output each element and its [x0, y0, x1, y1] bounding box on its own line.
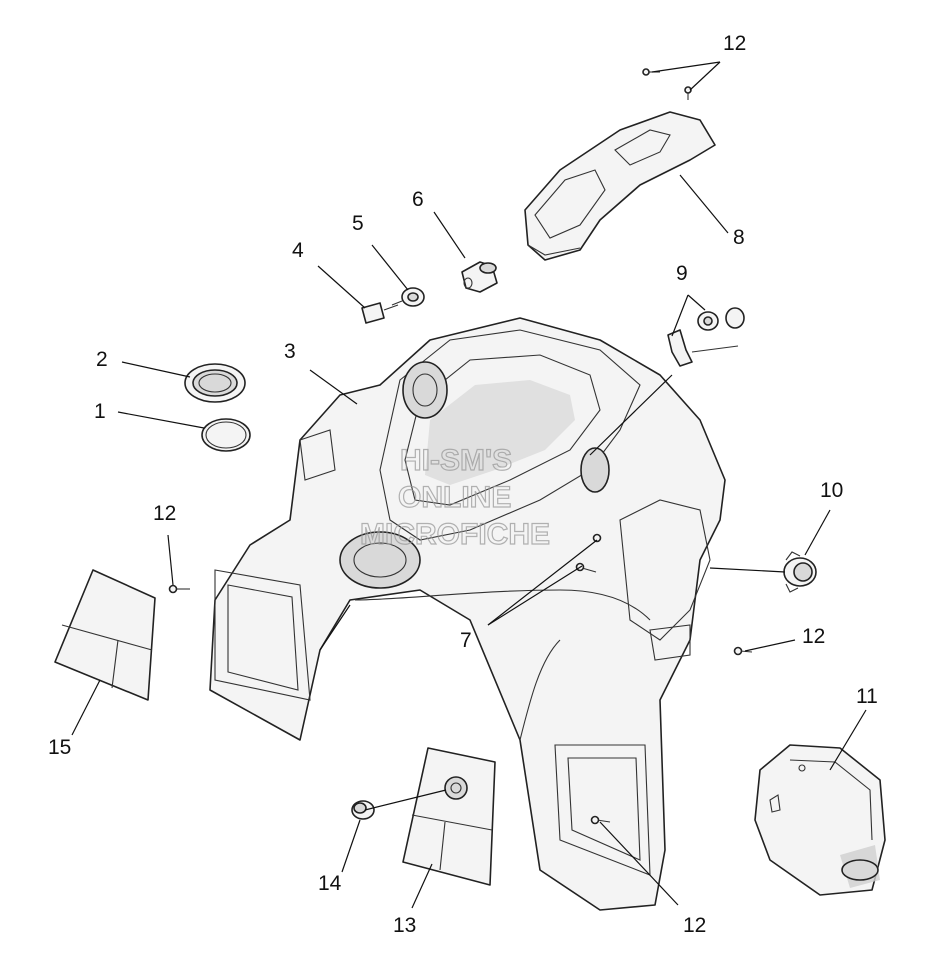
- part-11-side-housing: [754, 744, 886, 896]
- watermark-line-2: ONLINE: [398, 481, 511, 514]
- callout-1: 1: [94, 400, 106, 423]
- callout-12-bottom: 12: [683, 914, 706, 937]
- callout-2: 2: [96, 348, 108, 371]
- fastener-7-a: [592, 533, 602, 543]
- part-9-switch-assembly: [667, 307, 745, 367]
- part-14-plug: [351, 800, 375, 820]
- leader-lines: [71, 61, 867, 909]
- part-4-key: [361, 302, 399, 324]
- callout-3: 3: [284, 340, 296, 363]
- callout-7: 7: [460, 629, 472, 652]
- part-10-bracket: [783, 551, 817, 593]
- callout-5: 5: [352, 212, 364, 235]
- screw-12-top-a: [642, 68, 660, 76]
- watermark: HI-SM'S ONLINE MICROFICHE: [359, 443, 550, 551]
- callout-11: 11: [856, 685, 878, 708]
- callout-9: 9: [676, 262, 688, 285]
- watermark-line-3: MICROFICHE: [360, 518, 550, 551]
- callout-12-top: 12: [723, 32, 746, 55]
- part-13-lower-cover: [402, 747, 496, 886]
- hood-body: [209, 317, 726, 911]
- callout-12-left: 12: [153, 502, 176, 525]
- callout-15: 15: [48, 736, 71, 759]
- watermark-line-1: HI-SM'S: [400, 444, 512, 477]
- callout-10: 10: [820, 479, 843, 502]
- screw-12-top-b: [684, 86, 692, 100]
- screw-12-left: [168, 584, 190, 594]
- part-5-nut: [391, 287, 425, 307]
- part-1-o-ring: [201, 418, 251, 452]
- part-8-top-cover: [524, 111, 716, 261]
- callout-12-right: 12: [802, 625, 825, 648]
- part-6-switch: [461, 261, 498, 293]
- screw-12-bottom: [590, 815, 611, 825]
- callout-6: 6: [412, 188, 424, 211]
- screw-12-right: [733, 646, 753, 656]
- callout-13: 13: [393, 914, 416, 937]
- callout-14: 14: [318, 872, 342, 895]
- callout-8: 8: [733, 226, 745, 249]
- callout-4: 4: [292, 239, 304, 262]
- part-15-left-cover: [54, 569, 156, 701]
- part-2-bezel: [184, 363, 246, 403]
- callouts: 1 2 3 4 5 6 7 8 9 10 11 12 12 12 12 13 1…: [48, 32, 878, 937]
